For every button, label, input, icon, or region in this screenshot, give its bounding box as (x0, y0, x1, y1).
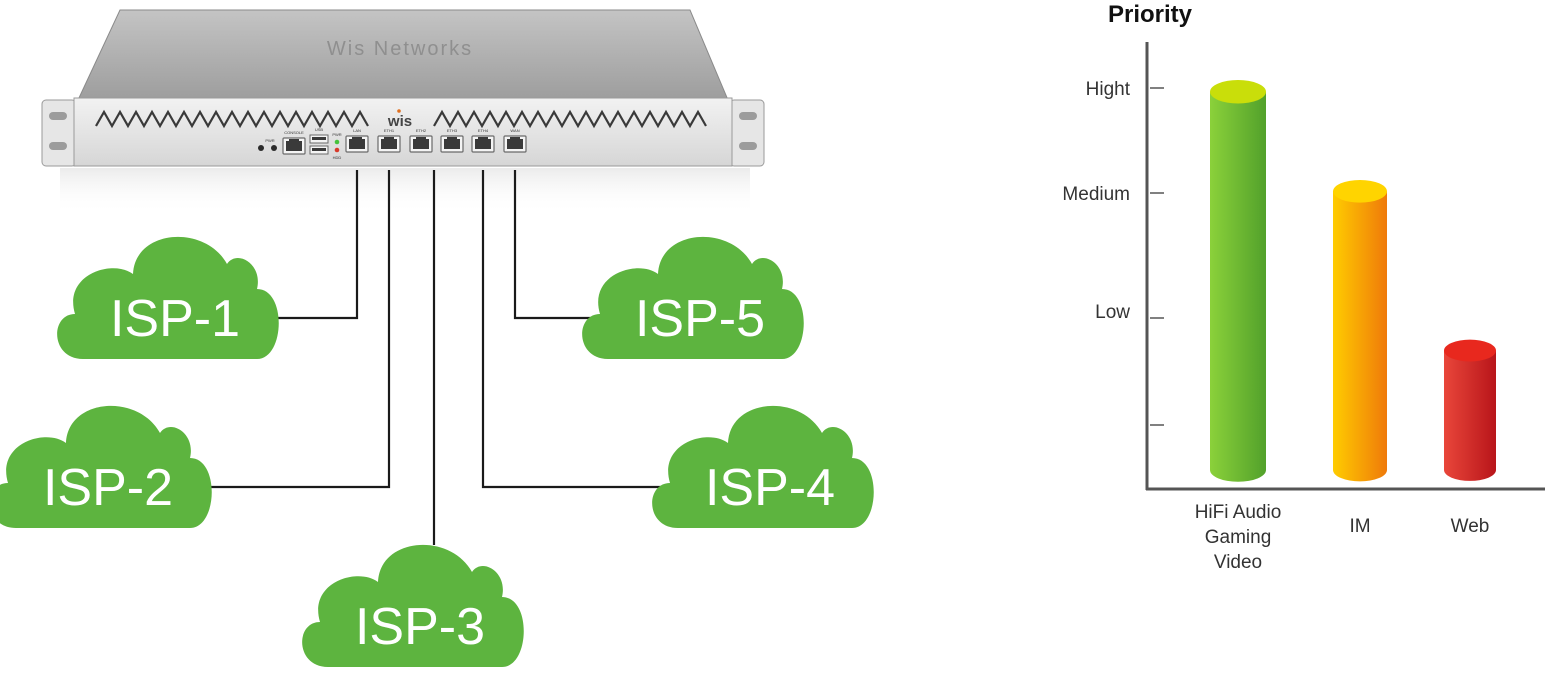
port-usb (309, 134, 329, 155)
port-eth2 (409, 135, 433, 153)
line-isp-2 (200, 170, 391, 489)
rack-ear-left (41, 99, 77, 167)
router-logo: wis (387, 113, 412, 130)
hdd-led (334, 147, 340, 153)
isp-cloud-label: ISP-5 (635, 290, 765, 348)
port-lan-label: LAN (353, 128, 361, 133)
chart-bars (1210, 80, 1496, 482)
x-category-label: Web (1451, 516, 1490, 537)
reset-button (271, 145, 277, 151)
port-eth4-label: ETH4 (478, 128, 489, 133)
chart-bar-body (1444, 350, 1496, 481)
line-isp-4 (481, 170, 670, 489)
port-eth1-label: ETH1 (384, 128, 395, 133)
y-tick-label-low: Low (1095, 302, 1130, 323)
chart-bar-top (1444, 339, 1496, 362)
chart-bar (1444, 339, 1496, 481)
port-eth3 (440, 135, 464, 153)
port-lan (345, 135, 369, 153)
chart-title: Priority (1108, 1, 1193, 28)
port-wan (503, 135, 527, 153)
port-console (282, 137, 306, 155)
router-reflection (60, 168, 750, 214)
isp-cloud-5: ISP-5 (582, 236, 804, 359)
isp-cloud-label: ISP-2 (43, 459, 173, 517)
chart-bar-top (1210, 80, 1266, 104)
port-usb-label: USB (315, 127, 324, 132)
x-category-label: IM (1349, 516, 1370, 537)
isp-cloud-3: ISP-3 (302, 544, 524, 667)
line-isp-1 (268, 170, 359, 320)
chart-bar-top (1333, 179, 1387, 203)
isp-cloud-label: ISP-4 (705, 459, 835, 517)
chart-bar-body (1210, 91, 1266, 482)
y-tick-label-medium: Medium (1062, 184, 1130, 205)
isp-cloud-1: ISP-1 (57, 236, 279, 359)
pwr-led (334, 139, 340, 145)
port-eth1 (377, 135, 401, 153)
router-front-panel (73, 97, 733, 167)
connection-lines (200, 170, 670, 545)
power-button (258, 145, 264, 151)
port-eth3-label: ETH3 (447, 128, 458, 133)
vent-pattern-left (95, 109, 369, 129)
pwr-label: PWR (265, 138, 274, 143)
chart-bar (1333, 179, 1387, 482)
line-isp-5 (513, 170, 605, 320)
chart-bar (1210, 80, 1266, 482)
router-brand-text: Wis Networks (327, 38, 473, 60)
port-wan-label: WAN (510, 128, 519, 133)
pwr-led-label: PWR (332, 132, 341, 137)
y-tick-label-high: Hight (1086, 79, 1131, 100)
port-eth2-label: ETH2 (416, 128, 427, 133)
port-console-label: CONSOLE (284, 130, 304, 135)
port-eth4 (471, 135, 495, 153)
isp-cloud-2: ISP-2 (0, 405, 212, 528)
isp-cloud-label: ISP-3 (355, 598, 485, 656)
hdd-led-label: HDD (333, 155, 342, 160)
isp-cloud-label: ISP-1 (110, 290, 240, 348)
vent-pattern-right (433, 109, 707, 129)
isp-cloud-4: ISP-4 (652, 405, 874, 528)
rack-ear-right (729, 99, 765, 167)
router-device: Wis Networks wis PWR CONSOLE USB (41, 9, 765, 214)
chart-bar-body (1333, 191, 1387, 482)
